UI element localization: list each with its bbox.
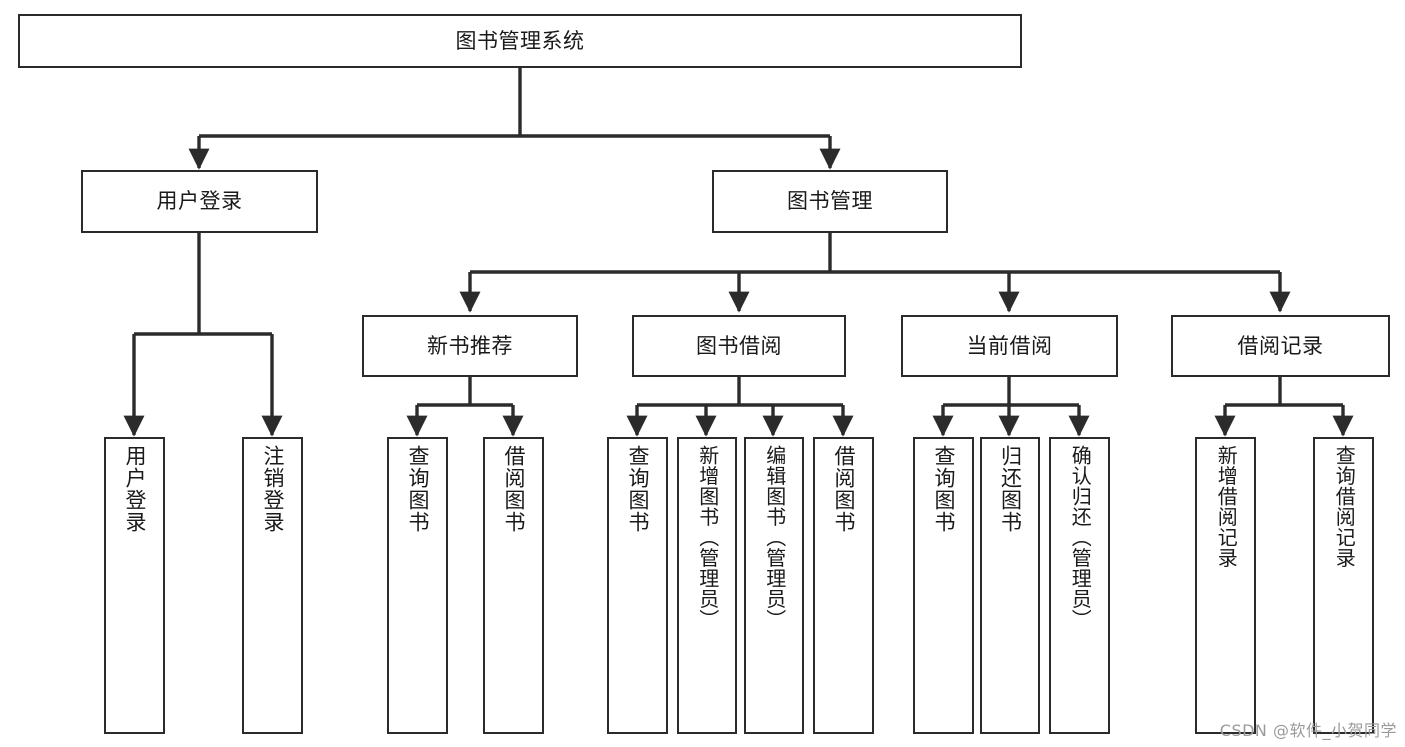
node-current-borrow[interactable]: 当前借阅 [901,315,1118,377]
node-label: 图书管理系统 [455,28,585,53]
node-label: 注销登录 [260,445,285,533]
csdn-watermark: CSDN @软件_小贺同学 [1219,721,1397,740]
node-user-login[interactable]: 用户登录 [81,170,318,233]
node-book-borrow[interactable]: 图书借阅 [632,315,846,377]
node-label: 借阅图书 [831,445,856,533]
node-label: 查询借阅记录 [1332,445,1357,568]
node-leaf-borrow-book-recommend[interactable]: 借阅图书 [483,437,544,734]
node-label: 图书借阅 [696,333,782,358]
node-label: 查询图书 [625,445,650,533]
node-label: 确认归还（管理员） [1068,445,1093,630]
node-label: 借阅图书 [501,445,526,533]
node-label: 查询图书 [405,445,430,533]
node-leaf-edit-book-admin[interactable]: 编辑图书（管理员） [744,437,804,734]
node-borrow-record[interactable]: 借阅记录 [1171,315,1390,377]
node-leaf-add-book-admin[interactable]: 新增图书（管理员） [677,437,737,734]
node-leaf-query-book-current[interactable]: 查询图书 [913,437,974,734]
node-new-book-recommend[interactable]: 新书推荐 [362,315,578,377]
node-label: 借阅记录 [1237,333,1324,358]
node-leaf-user-login[interactable]: 用户登录 [104,437,165,734]
node-label: 新增图书（管理员） [695,445,720,630]
node-leaf-confirm-return-admin[interactable]: 确认归还（管理员） [1049,437,1110,734]
node-leaf-query-book-recommend[interactable]: 查询图书 [387,437,448,734]
node-book-manage[interactable]: 图书管理 [712,170,948,233]
node-label: 新增借阅记录 [1214,445,1239,568]
node-label: 编辑图书（管理员） [762,445,787,630]
node-label: 查询图书 [931,445,956,533]
node-label: 用户登录 [156,189,243,214]
node-leaf-borrow-book-borrow[interactable]: 借阅图书 [813,437,874,734]
node-leaf-query-book-borrow[interactable]: 查询图书 [607,437,668,734]
node-label: 用户登录 [122,445,147,533]
node-leaf-return-book[interactable]: 归还图书 [980,437,1040,734]
node-leaf-add-borrow-record[interactable]: 新增借阅记录 [1195,437,1256,734]
node-leaf-query-borrow-record[interactable]: 查询借阅记录 [1313,437,1374,734]
node-label: 当前借阅 [966,333,1053,358]
node-label: 图书管理 [787,189,873,214]
node-label: 归还图书 [998,445,1023,533]
node-root-book-management-system[interactable]: 图书管理系统 [18,14,1022,68]
node-label: 新书推荐 [427,333,513,358]
node-leaf-logout-login[interactable]: 注销登录 [242,437,303,734]
